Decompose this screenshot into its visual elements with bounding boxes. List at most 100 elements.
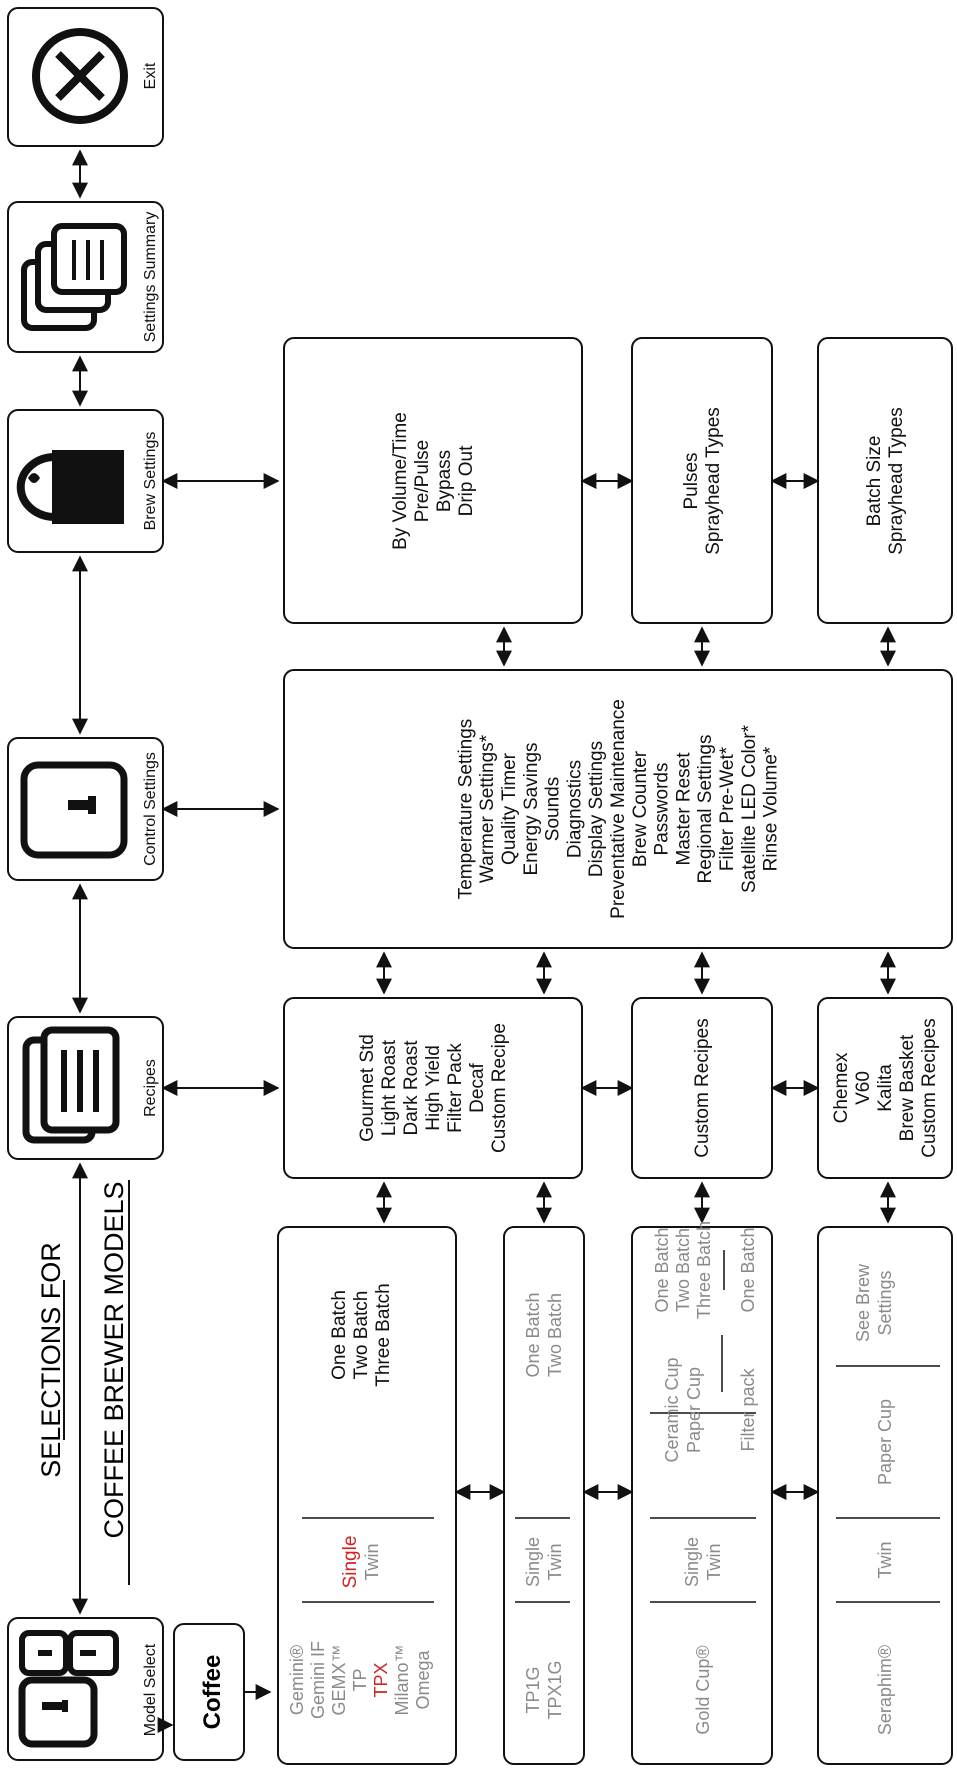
control-settings-list-line: Satellite LED Color* bbox=[739, 724, 760, 893]
brew-standard-list-line: Drip Out bbox=[456, 445, 477, 516]
exit-label: Exit bbox=[142, 62, 159, 89]
header-line2: COFFEE BREWER MODELS bbox=[99, 1181, 129, 1538]
model-select-label: Model Select bbox=[142, 1643, 159, 1736]
model-group-2-box bbox=[503, 1226, 585, 1765]
header-line1: SELECTIONS FOR bbox=[36, 1242, 66, 1478]
control-settings-button[interactable]: Control Settings bbox=[7, 737, 164, 881]
brew-goldcup-list-line: Pulses bbox=[681, 452, 702, 509]
brew-goldcup-list-line: Sprayhead Types bbox=[703, 407, 724, 555]
brew-standard-list: By Volume/TimePre/PulseBypassDrip Out bbox=[390, 412, 477, 550]
recipes-seraphim-list: ChemexV60KalitaBrew BasketCustom Recipes bbox=[831, 1018, 940, 1157]
control-settings-list-line: Warmer Settings* bbox=[477, 734, 498, 883]
gold-filter-batch-line: One Batch bbox=[738, 1227, 758, 1312]
recipes-standard-list-line: Light Roast bbox=[379, 1039, 400, 1136]
group2-single-twin-line: Single bbox=[523, 1537, 543, 1587]
seraphim-see-line: Settings bbox=[875, 1270, 895, 1335]
recipes-seraphim-list-line: Kalita bbox=[875, 1064, 896, 1112]
model-group-2-list-line: TPX1G bbox=[545, 1660, 565, 1719]
gold-cup-batches-line: Three Batch bbox=[694, 1221, 714, 1319]
text-layer: Gemini®Gemini IFGEMX™TPTPXMilano™Omega Si… bbox=[287, 407, 940, 1735]
recipes-standard-list-line: Gourmet Std bbox=[357, 1034, 378, 1142]
recipes-seraphim-list-line: Chemex bbox=[831, 1052, 852, 1123]
control-settings-list-line: Brew Counter bbox=[630, 750, 651, 867]
content-boxes bbox=[277, 337, 953, 1765]
control-settings-list-line: Preventative Maintenance bbox=[608, 699, 629, 919]
brew-standard-list-line: By Volume/Time bbox=[390, 412, 411, 550]
brew-seraphim-list-line: Batch Size bbox=[864, 436, 885, 527]
seraphim-twin-line: Twin bbox=[875, 1541, 895, 1578]
model-select-button[interactable]: Model Select bbox=[7, 1617, 164, 1761]
brewer-icon bbox=[18, 1630, 119, 1748]
recipes-button[interactable]: Recipes bbox=[7, 1016, 164, 1160]
seraphim-name: Seraphim® bbox=[875, 1645, 895, 1735]
control-settings-list-line: Display Settings bbox=[586, 741, 607, 877]
group1-batches-line: Three Batch bbox=[373, 1283, 394, 1387]
lock-drip-icon bbox=[16, 450, 124, 524]
group1-single-line: Single bbox=[340, 1536, 361, 1589]
model-dividers bbox=[302, 1250, 940, 1603]
gold-cup-name-line: Gold Cup® bbox=[693, 1645, 713, 1734]
brew-seraphim-list-line: Sprayhead Types bbox=[886, 407, 907, 555]
brew-settings-button[interactable]: Brew Settings bbox=[7, 409, 164, 553]
group1-batches-line: One Batch bbox=[329, 1290, 350, 1380]
model-group-1-list: Gemini®Gemini IFGEMX™TPTPXMilano™Omega bbox=[287, 1641, 433, 1719]
control-settings-list-line: Rinse Volume* bbox=[761, 746, 782, 871]
group1-single: Single bbox=[340, 1536, 361, 1589]
settings-summary-button[interactable]: Settings Summary bbox=[7, 201, 164, 353]
header: SELECTIONS FOR COFFEE BREWER MODELS bbox=[36, 1180, 130, 1585]
seraphim-twin: Twin bbox=[875, 1541, 895, 1578]
nav-arrows bbox=[72, 149, 280, 1733]
gold-cup-batches-line: One Batch bbox=[652, 1227, 672, 1312]
control-settings-list-line: Quality Timer bbox=[499, 752, 520, 865]
model-group-1-list-line: Gemini® bbox=[287, 1645, 307, 1715]
seraphim-cup: Paper Cup bbox=[875, 1399, 895, 1485]
control-settings-list-line: Master Reset bbox=[673, 752, 694, 866]
control-settings-list-line: Regional Settings bbox=[695, 735, 716, 884]
gold-filter-batch: One Batch bbox=[738, 1227, 758, 1312]
gold-cup-batches-line: Two Batch bbox=[673, 1228, 693, 1312]
coffee-label: Coffee bbox=[199, 1655, 226, 1730]
control-settings-box bbox=[283, 669, 953, 949]
control-settings-list-line: Sounds bbox=[543, 777, 564, 841]
brew-seraphim-list: Batch SizeSprayhead Types bbox=[864, 407, 907, 555]
exit-button[interactable]: Exit bbox=[7, 7, 164, 147]
group1-batches-line: Two Batch bbox=[351, 1291, 372, 1380]
settings-summary-label: Settings Summary bbox=[142, 212, 159, 343]
group1-twin-line: Twin bbox=[362, 1543, 382, 1580]
group2-batches-line: Two Batch bbox=[545, 1293, 565, 1377]
group1-batches: One BatchTwo BatchThree Batch bbox=[329, 1283, 394, 1387]
gold-filter: Filter pack bbox=[738, 1367, 758, 1451]
brew-standard-list-line: Pre/Pulse bbox=[412, 440, 433, 522]
recipes-standard-list: Gourmet StdLight RoastDark RoastHigh Yie… bbox=[357, 1023, 510, 1153]
brew-settings-label: Brew Settings bbox=[142, 432, 159, 531]
group1-twin: Twin bbox=[362, 1543, 382, 1580]
control-settings-list-line: Temperature Settings bbox=[455, 719, 476, 900]
seraphim-cup-line: Paper Cup bbox=[875, 1399, 895, 1485]
recipes-label: Recipes bbox=[142, 1059, 159, 1117]
model-group-1-list-line: TP bbox=[350, 1668, 370, 1691]
gold-cups-line: Ceramic Cup bbox=[662, 1357, 682, 1462]
control-settings-list-line: Filter Pre-Wet* bbox=[717, 746, 738, 871]
seraphim-see-line: See Brew bbox=[853, 1263, 873, 1342]
content-arrows bbox=[376, 473, 896, 1500]
recipes-goldcup-list: Custom Recipes bbox=[692, 1018, 713, 1157]
control-settings-list-line: Energy Savings bbox=[521, 742, 542, 875]
seraphim-name-line: Seraphim® bbox=[875, 1645, 895, 1735]
stacked-documents-icon bbox=[21, 223, 127, 331]
recipes-seraphim-list-line: Custom Recipes bbox=[919, 1018, 940, 1157]
brew-standard-box bbox=[283, 337, 583, 624]
control-settings-list: Temperature SettingsWarmer Settings*Qual… bbox=[455, 699, 781, 919]
model-group-1-list-line: TPX bbox=[371, 1662, 391, 1697]
group2-single-twin-line: Twin bbox=[545, 1543, 565, 1580]
coffee-button[interactable]: Coffee bbox=[173, 1623, 245, 1761]
recipes-goldcup-list-line: Custom Recipes bbox=[692, 1018, 713, 1157]
recipes-seraphim-list-line: Brew Basket bbox=[897, 1034, 918, 1141]
brew-seraphim-box bbox=[817, 337, 953, 624]
gold-cups-line: Paper Cup bbox=[684, 1367, 704, 1453]
group2-batches-line: One Batch bbox=[523, 1292, 543, 1377]
